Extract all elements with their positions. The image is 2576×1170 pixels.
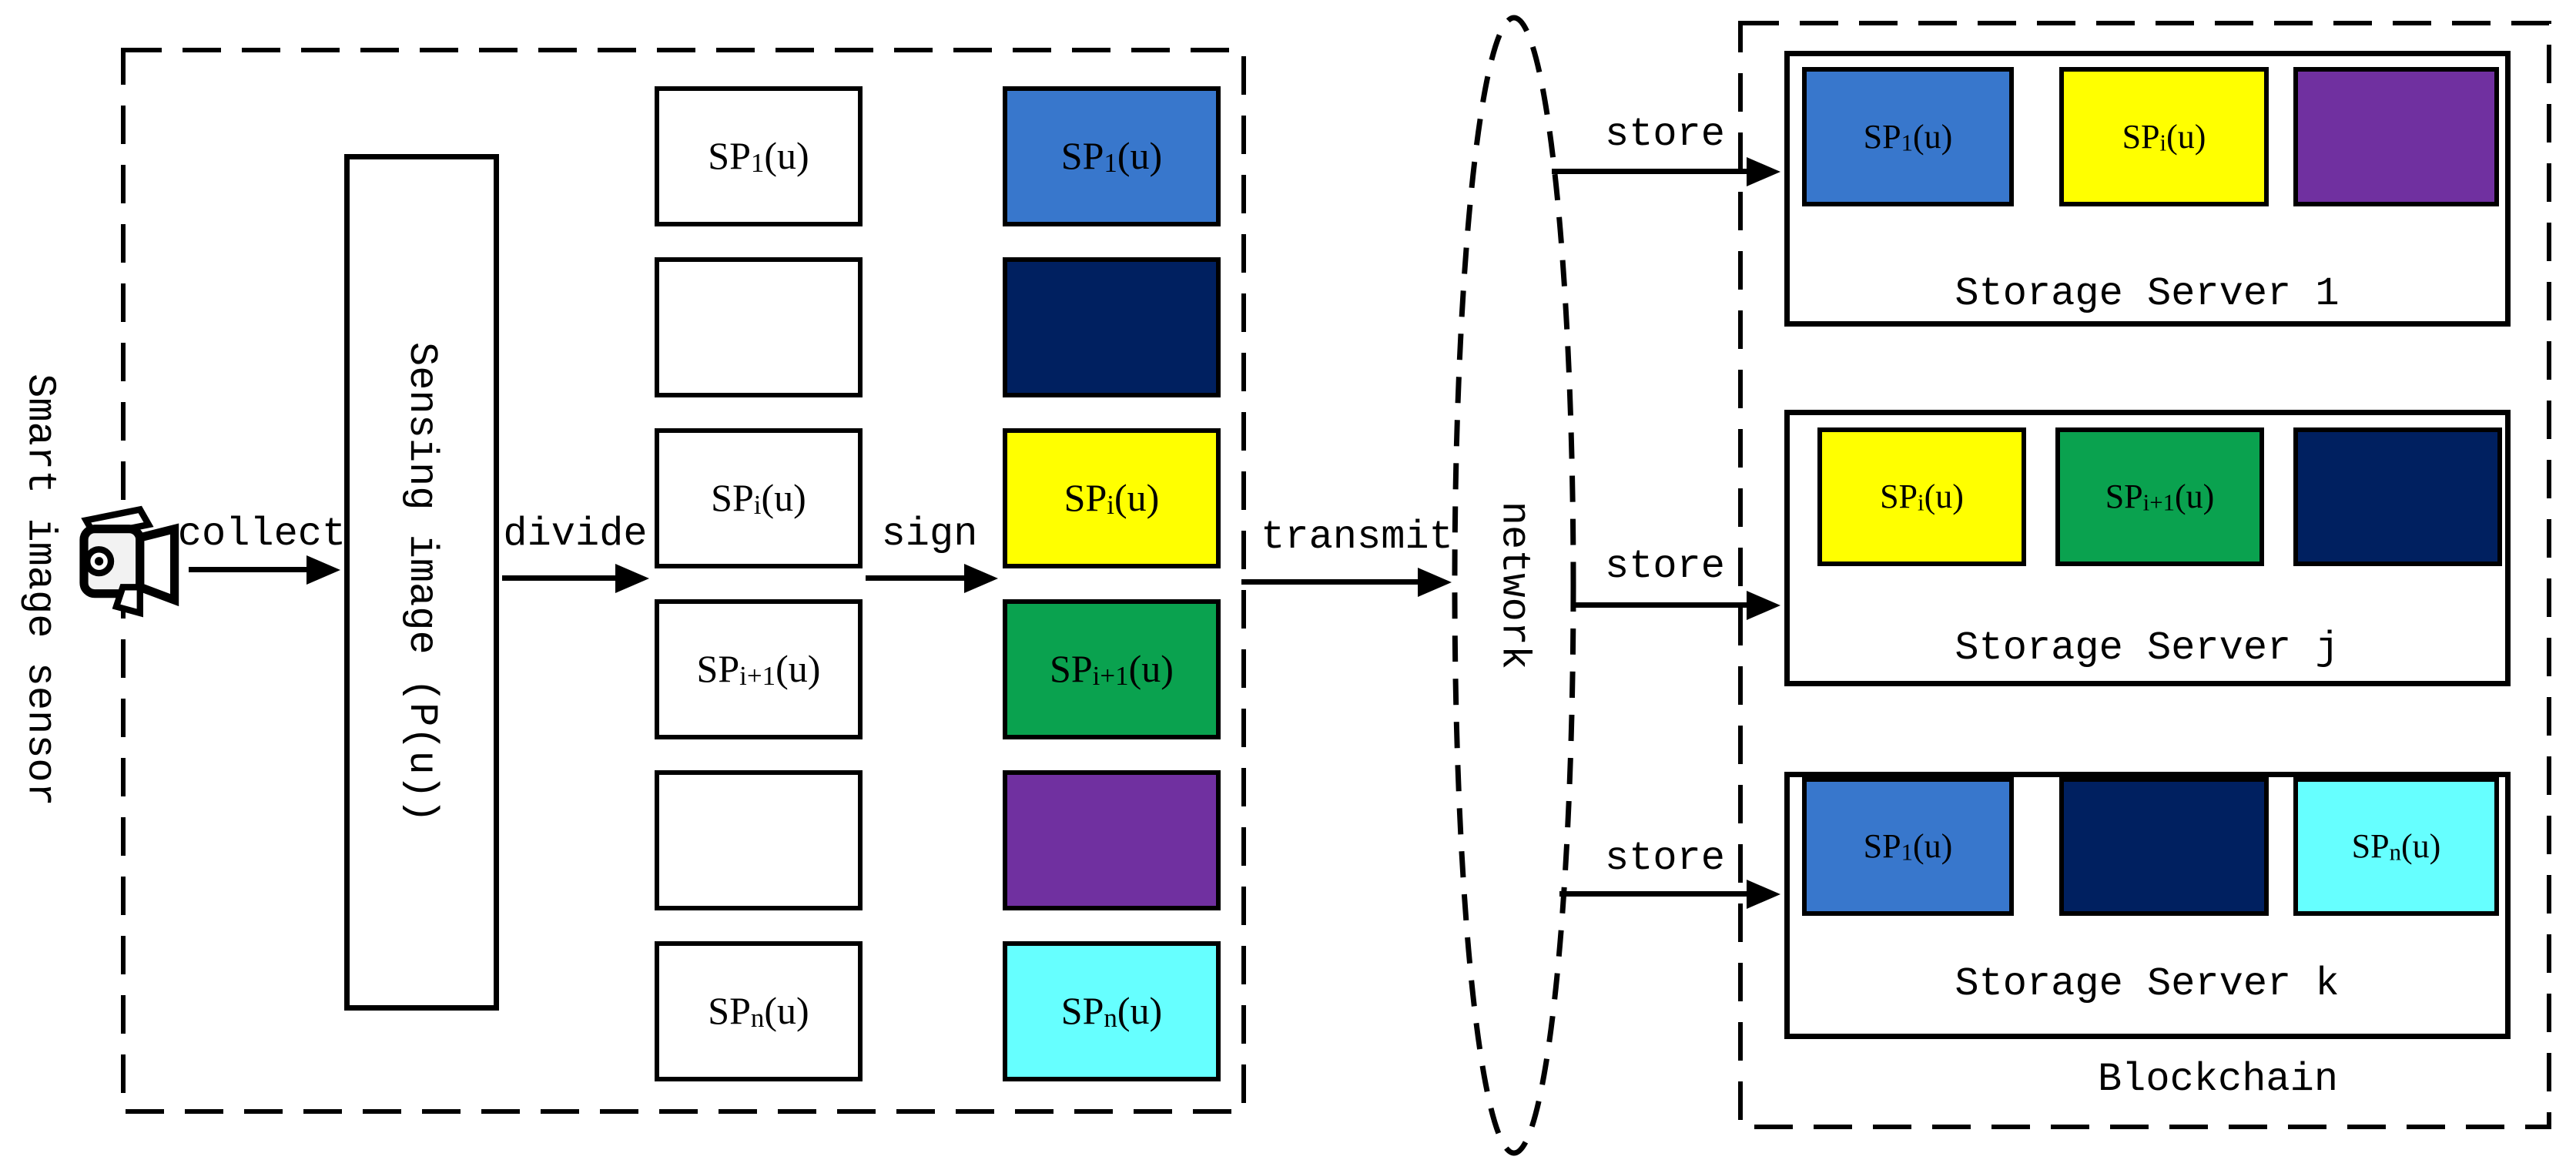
part-label: SPi+1(u) <box>1050 647 1174 692</box>
sign-label: sign <box>881 511 978 557</box>
serverj-block-1: SPi(u) <box>1817 427 2026 566</box>
server1-block-1: SP1(u) <box>1802 67 2014 206</box>
store-arrow-1 <box>1552 169 1747 174</box>
part-label: SPi+1(u) <box>2105 478 2215 516</box>
transmit-label: transmit <box>1261 515 1453 560</box>
signed-share-box-4: SPi+1(u) <box>1003 599 1221 739</box>
part-label: SPi(u) <box>2122 117 2206 156</box>
plain-share-box-1: SP1(u) <box>655 86 863 226</box>
part-label: SPi(u) <box>1880 478 1964 516</box>
signed-share-box-6: SPn(u) <box>1003 941 1221 1081</box>
plain-share-box-3: SPi(u) <box>655 428 863 568</box>
transmit-arrow <box>1241 579 1418 585</box>
plain-share-box-2 <box>655 257 863 397</box>
blockchain-label: Blockchain <box>2097 1057 2339 1102</box>
part-label: SPi(u) <box>1064 476 1160 521</box>
sign-arrow <box>866 575 964 581</box>
part-label: SPn(u) <box>708 989 809 1034</box>
collect-arrow <box>189 567 307 572</box>
smart-image-sensor-label: Smart image sensor <box>17 374 63 806</box>
plain-share-box-6: SPn(u) <box>655 941 863 1081</box>
storage-server-1-label: Storage Server 1 <box>1955 271 2340 317</box>
part-label: SPn(u) <box>2351 827 2441 866</box>
signed-share-box-3: SPi(u) <box>1003 428 1221 568</box>
part-label: SP1(u) <box>1060 134 1163 179</box>
blockchain-dashed-border <box>1738 21 2551 1129</box>
signed-share-box-5 <box>1003 770 1221 910</box>
serverk-block-2 <box>2059 777 2269 916</box>
signed-share-box-2 <box>1003 257 1221 397</box>
server1-block-3 <box>2293 67 2499 206</box>
camera-icon <box>79 505 179 618</box>
serverk-block-1: SP1(u) <box>1802 777 2014 916</box>
server1-block-2: SPi(u) <box>2059 67 2269 206</box>
part-label: SPi(u) <box>711 476 806 521</box>
store-arrow-3 <box>1559 891 1747 897</box>
serverk-block-3: SPn(u) <box>2293 777 2499 916</box>
storage-server-k-label: Storage Server k <box>1955 961 2340 1007</box>
plain-share-box-4: SPi+1(u) <box>655 599 863 739</box>
part-label: SPn(u) <box>1060 989 1163 1034</box>
network-ellipse <box>1452 15 1576 1156</box>
store-label-3: store <box>1604 836 1726 881</box>
serverj-block-2: SPi+1(u) <box>2055 427 2264 566</box>
collect-label: collect <box>177 511 347 557</box>
store-label-2: store <box>1604 544 1726 589</box>
storage-server-j-label: Storage Server j <box>1955 625 2340 671</box>
part-label: SPi+1(u) <box>696 647 821 692</box>
store-arrow-2 <box>1576 602 1747 608</box>
divide-label: divide <box>503 511 648 557</box>
divide-arrow <box>502 575 615 581</box>
signed-share-box-1: SP1(u) <box>1003 86 1221 226</box>
plain-share-box-5 <box>655 770 863 910</box>
network-label: network <box>1491 501 1537 670</box>
part-label: SP1(u) <box>1863 117 1953 156</box>
serverj-block-3 <box>2293 427 2502 566</box>
part-label: SP1(u) <box>708 134 809 179</box>
store-label-1: store <box>1604 112 1726 157</box>
part-label: SP1(u) <box>1863 827 1953 866</box>
sensing-image-box: Sensing image (P(u)) <box>344 154 499 1011</box>
sensing-image-label: Sensing image (P(u)) <box>399 341 444 823</box>
